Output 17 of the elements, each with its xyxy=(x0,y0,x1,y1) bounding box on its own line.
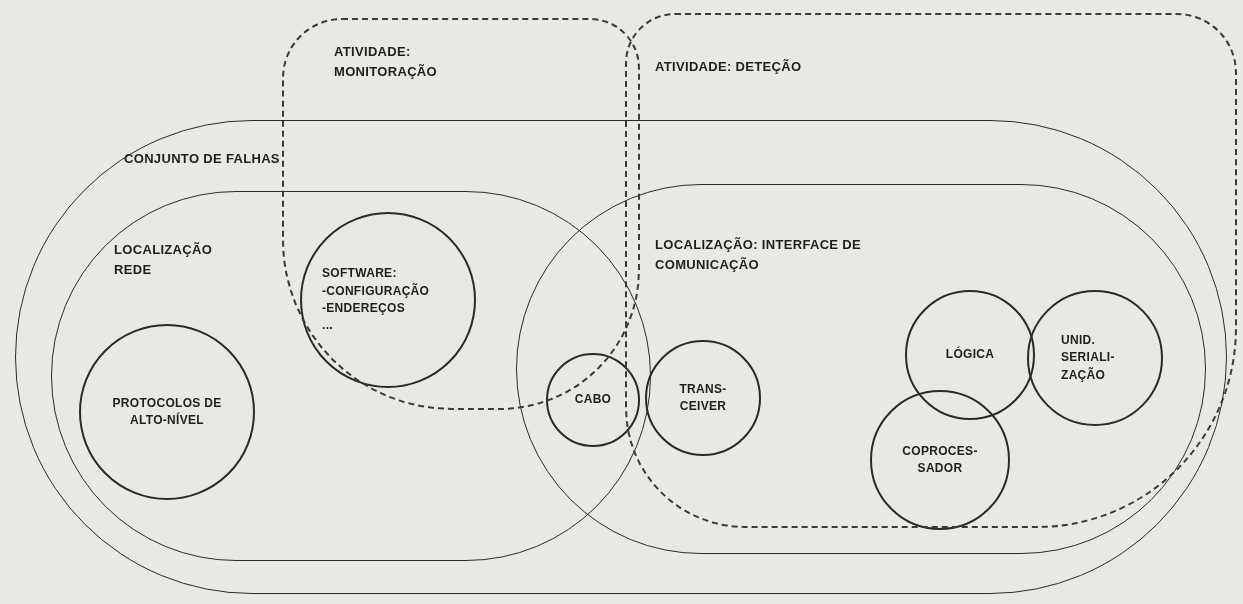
node-label: CABO xyxy=(573,391,613,409)
node-label: -ENDEREÇOS xyxy=(322,300,406,317)
region-label: LOCALIZAÇÃO: INTERFACE DE COMUNICAÇÃO xyxy=(655,236,862,274)
node-label: TRANS- CEIVER xyxy=(678,380,728,415)
region-label: LOCALIZAÇÃO REDE xyxy=(114,241,214,279)
node-label: SOFTWARE: xyxy=(322,265,398,283)
node-label: COPROCES- SADOR xyxy=(901,442,979,477)
node-label: PROTOCOLOS DE ALTO-NÍVEL xyxy=(111,394,223,429)
node-label: ... xyxy=(322,317,334,335)
region-label: ATIVIDADE: DETEÇÃO xyxy=(655,58,803,76)
dashed-region xyxy=(282,18,640,410)
node-label: -CONFIGURAÇÃO xyxy=(322,282,431,300)
region-label: ATIVIDADE: MONITORAÇÃO xyxy=(334,43,438,81)
dashed-region xyxy=(625,13,1237,528)
node-label: UNID. SERIALI- ZAÇÃO xyxy=(1061,331,1116,384)
node-label: LÓGICA xyxy=(944,346,996,364)
region-label: CONJUNTO DE FALHAS xyxy=(124,150,281,168)
